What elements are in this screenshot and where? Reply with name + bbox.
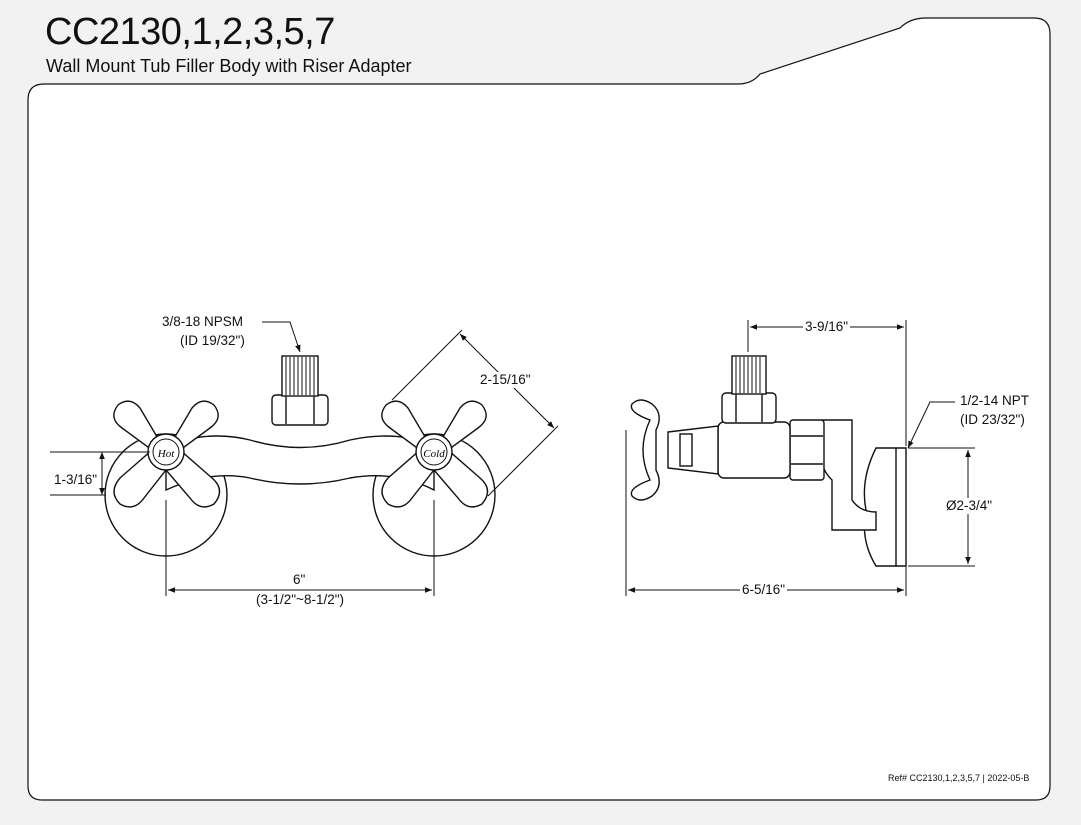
flange-diameter-label: Ø2-3/4": [944, 498, 995, 514]
npt-leader: [907, 401, 955, 449]
sheet-border: [27, 17, 1051, 801]
side-cross-handle: [630, 399, 660, 501]
cold-label: Cold: [423, 448, 445, 460]
model-number-title: CC2130,1,2,3,5,7: [45, 11, 335, 53]
inlet-thread: [281, 355, 319, 397]
inlet-id-label: (ID 19/32"): [180, 333, 245, 348]
overall-depth-label: 6-5/16": [740, 582, 788, 598]
thread-lines: [285, 357, 315, 395]
product-subtitle: Wall Mount Tub Filler Body with Riser Ad…: [46, 56, 412, 76]
inlet-nut: [271, 394, 329, 426]
side-nut: [789, 419, 825, 481]
wall-id-label: (ID 23/32"): [960, 412, 1025, 427]
side-barrel: [717, 421, 791, 479]
front-view: [104, 355, 496, 557]
wall-thread-label: 1/2-14 NPT: [960, 393, 1030, 408]
riser-offset-label: 3-9/16": [803, 319, 851, 335]
inlet-spec-label: 3/8-18 NPSM: [162, 314, 244, 329]
inlet-leader: [262, 321, 301, 353]
hot-label: Hot: [157, 448, 175, 460]
wall-flange: [863, 447, 907, 567]
handle-span-label: 2-15/16": [478, 372, 533, 388]
flange-height-label: 1-3/16": [54, 472, 98, 487]
center-range-label: (3-1/2"~8-1/2"): [256, 592, 345, 607]
center-spacing-label: 6": [291, 572, 308, 588]
side-view: [630, 355, 907, 567]
side-inlet-nut: [721, 392, 777, 424]
side-stem: [667, 425, 719, 475]
drawing-reference: Ref# CC2130,1,2,3,5,7 | 2022-05-B: [888, 773, 1030, 783]
faucet-body: [165, 435, 435, 492]
front-dimensions: [50, 321, 559, 596]
side-inlet-thread: [731, 355, 767, 395]
hot-cross-handle: [113, 400, 221, 508]
